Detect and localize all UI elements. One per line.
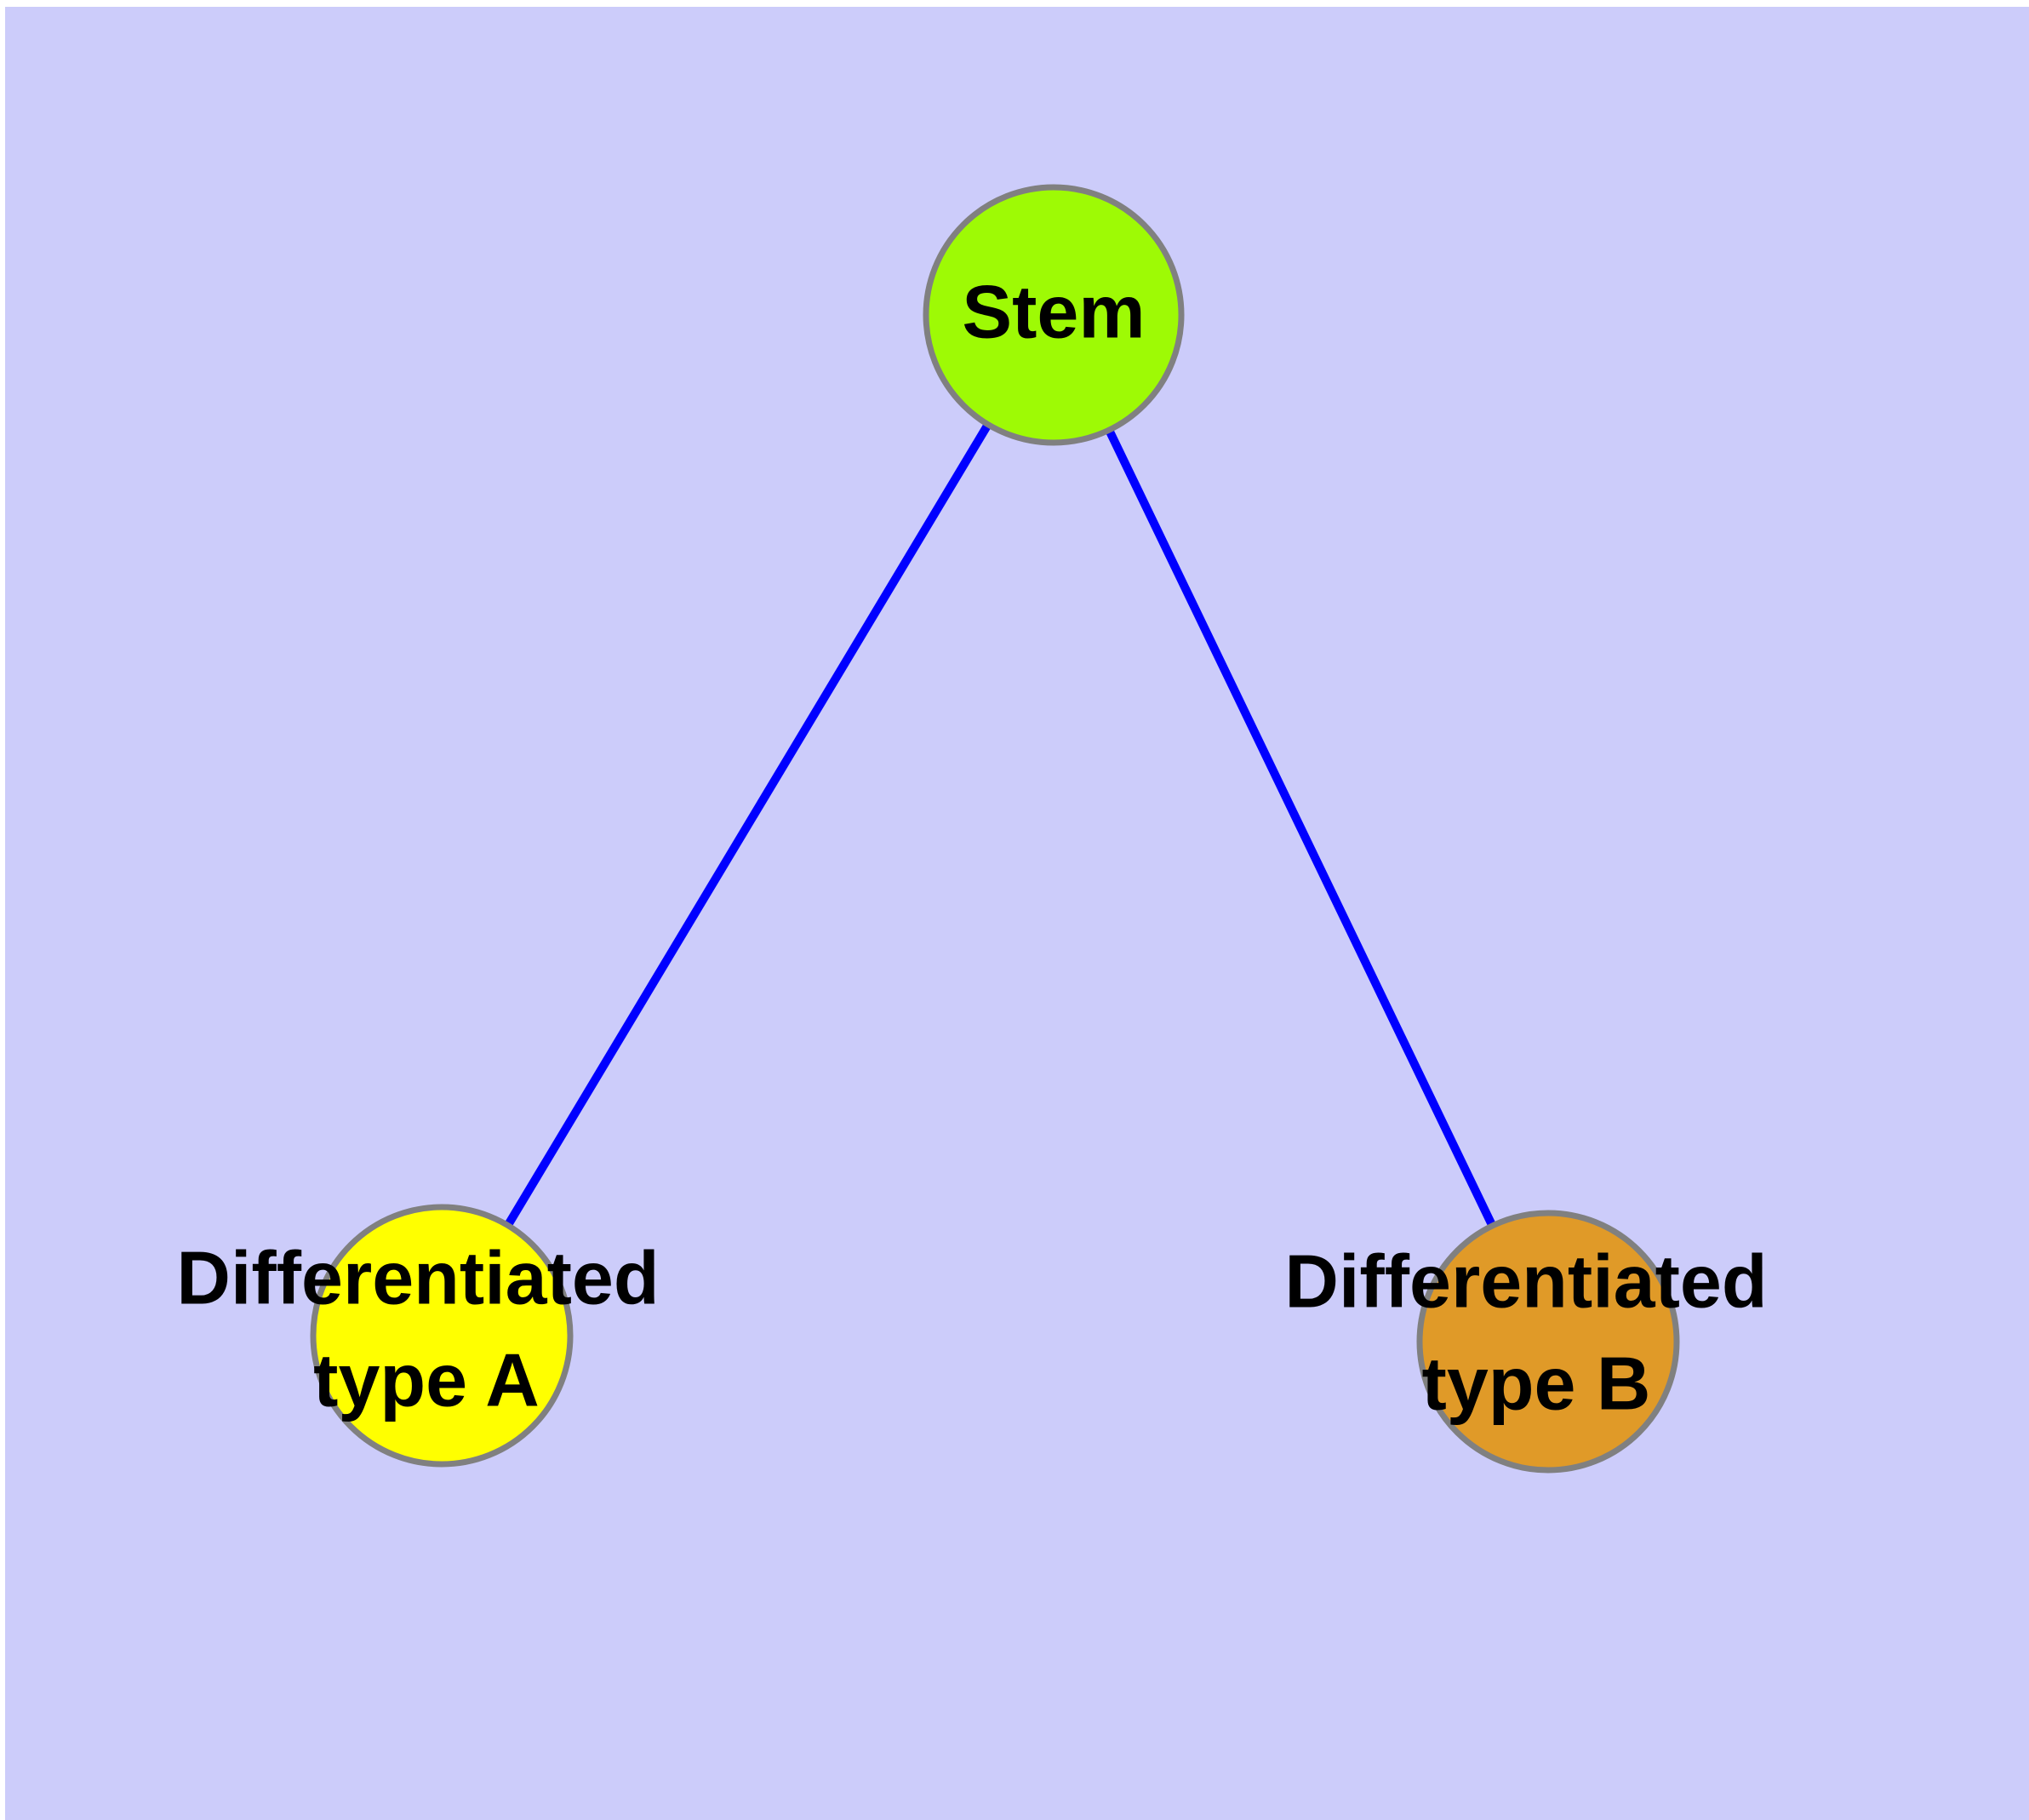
- node-differentiated-type-a-label-line1: Differentiated: [176, 1235, 659, 1319]
- edge-layer: [437, 312, 1552, 1344]
- node-layer: [310, 184, 1680, 1474]
- node-stem-label: Stem: [962, 269, 1145, 353]
- node-differentiated-type-b[interactable]: [1416, 1210, 1680, 1474]
- label-layer: Stem Differentiated type A Differentiate…: [176, 269, 1767, 1425]
- node-differentiated-type-a[interactable]: [310, 1204, 574, 1468]
- node-differentiated-type-a-label-line2: type A: [313, 1337, 540, 1422]
- node-differentiated-type-b-label-line1: Differentiated: [1284, 1239, 1767, 1323]
- edge-stem-to-differentiated-type-a[interactable]: [437, 312, 1058, 1338]
- node-stem[interactable]: [923, 184, 1185, 446]
- edge-stem-to-differentiated-type-b[interactable]: [1049, 312, 1552, 1344]
- node-differentiated-type-b-label-line2: type B: [1422, 1341, 1651, 1425]
